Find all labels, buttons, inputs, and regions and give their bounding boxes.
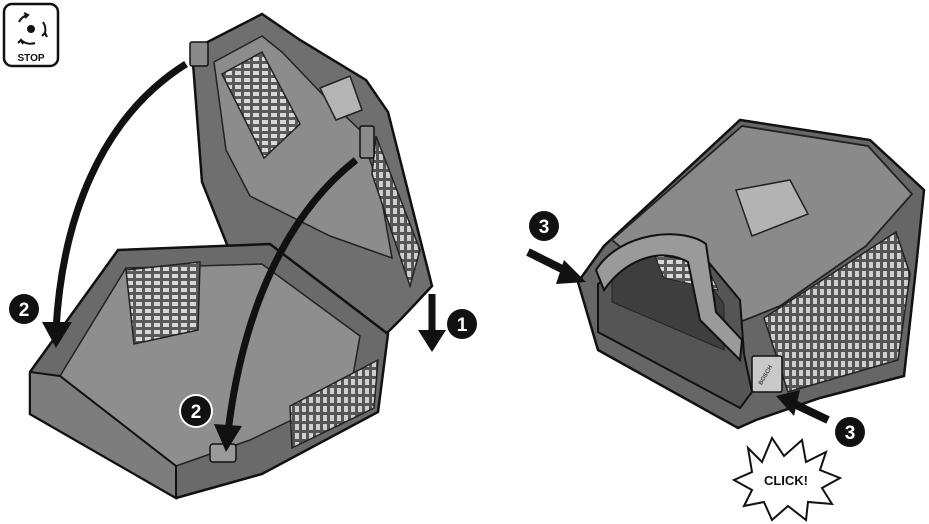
step-1-badge: 1 (447, 309, 477, 339)
rotating-blade-stop-icon (17, 12, 48, 45)
click-label: CLICK! (764, 473, 808, 488)
closed-box-handle (735, 179, 810, 237)
lid-vent-side (371, 135, 421, 289)
lid-rotate-arrow (52, 61, 188, 331)
svg-text:3: 3 (539, 217, 550, 238)
open-grass-box: 2 2 1 (9, 12, 477, 500)
press-down-arrowhead (418, 330, 446, 352)
svg-text:1: 1 (457, 315, 468, 336)
lid-handle (318, 75, 363, 121)
push-arrow-top-head (556, 260, 586, 284)
svg-text:2: 2 (191, 402, 202, 423)
step-2-badge-left: 2 (9, 294, 39, 324)
basket-front-rim (29, 370, 177, 500)
lid-rotate-arrowhead (42, 322, 72, 348)
hinge-insert-arrow (224, 157, 359, 433)
step-3-badge-bottom: 3 (835, 417, 865, 447)
click-burst: CLICK! (731, 435, 843, 522)
lid-hinge (189, 41, 209, 67)
closed-box-frame-handle (594, 233, 744, 363)
svg-text:3: 3 (845, 423, 856, 444)
closed-box-vent (763, 230, 911, 393)
lid-clip (359, 125, 375, 159)
lid-vent-left (221, 50, 301, 160)
step-3-badge-top: 3 (529, 211, 559, 241)
brand-plate: BOSCH (751, 355, 783, 393)
hinge-insert-arrowhead (214, 424, 242, 452)
basket-vent-side (289, 358, 379, 450)
basket-hinge-slot (209, 443, 237, 463)
step-2-badge-inner: 2 (179, 394, 213, 428)
stop-label: STOP (17, 53, 44, 64)
svg-text:2: 2 (19, 300, 30, 321)
stop-symbol: STOP (2, 2, 60, 68)
basket-vent-back (125, 261, 201, 345)
push-arrow-bottom-head (776, 390, 800, 416)
closed-grass-box: BOSCH 3 3 CLICK! (526, 118, 926, 522)
